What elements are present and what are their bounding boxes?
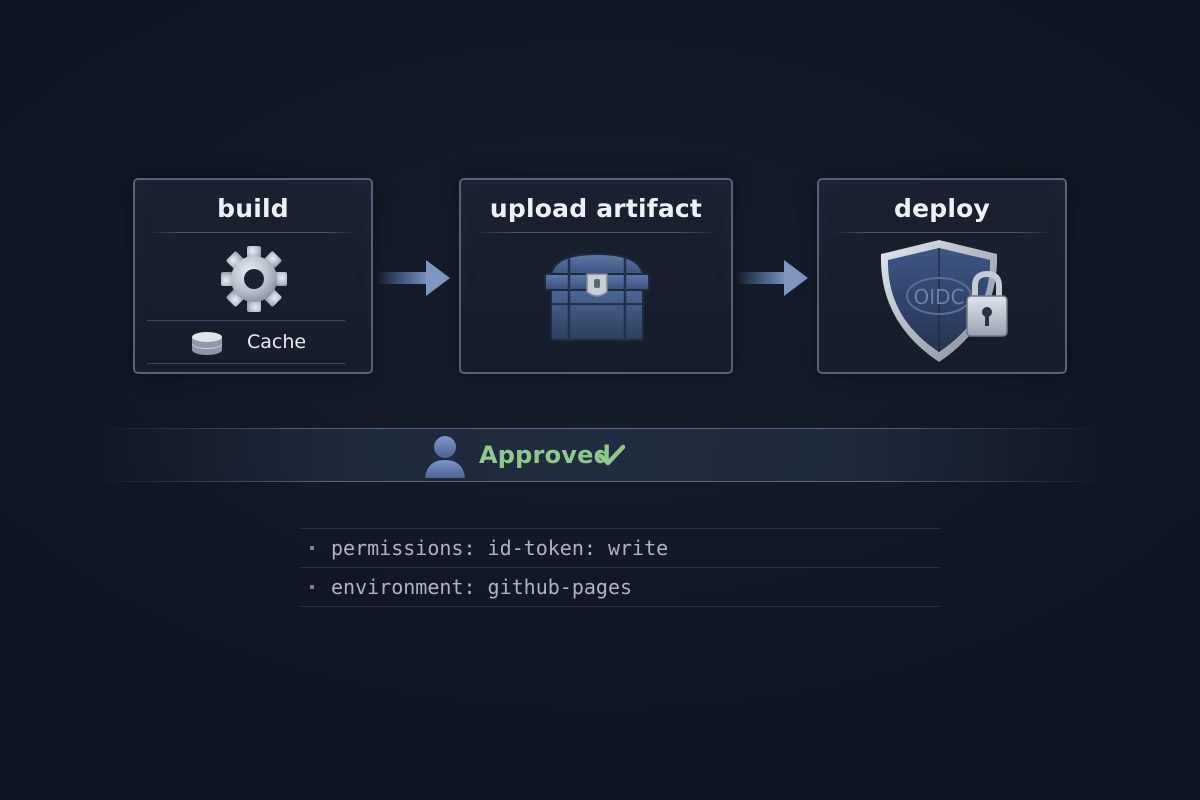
stage-title: upload artifact bbox=[489, 194, 703, 223]
approval-status: Approved bbox=[479, 441, 611, 469]
approval-gate: Approved bbox=[95, 428, 1105, 482]
divider bbox=[95, 481, 1105, 482]
list-item: environment: github-pages bbox=[300, 568, 940, 607]
list-item: permissions: id-token: write bbox=[300, 528, 940, 568]
bullet-icon bbox=[310, 585, 314, 589]
cache-row: Cache bbox=[147, 320, 345, 364]
config-text: permissions: id-token: write bbox=[331, 536, 669, 560]
oidc-badge-text: OIDC bbox=[913, 285, 964, 309]
divider bbox=[149, 232, 357, 233]
divider bbox=[95, 428, 1105, 429]
divider bbox=[475, 232, 717, 233]
divider bbox=[833, 232, 1051, 233]
stage-title: deploy bbox=[894, 194, 990, 223]
arrow-right-icon bbox=[376, 258, 454, 298]
user-icon bbox=[421, 434, 469, 478]
cache-label: Cache bbox=[247, 331, 307, 353]
shield-lock-icon: OIDC bbox=[877, 238, 1027, 366]
config-list: permissions: id-token: write environment… bbox=[300, 528, 940, 607]
stage-build: build bbox=[133, 178, 373, 374]
stage-upload-artifact: upload artifact bbox=[459, 178, 733, 374]
database-icon bbox=[189, 330, 225, 356]
stage-deploy: deploy OIDC bbox=[817, 178, 1067, 374]
arrow-right-icon bbox=[736, 258, 812, 298]
stage-title: build bbox=[217, 194, 289, 223]
treasure-chest-icon bbox=[539, 246, 655, 346]
checkmark-icon bbox=[598, 443, 626, 467]
config-text: environment: github-pages bbox=[331, 575, 633, 599]
bullet-icon bbox=[310, 546, 314, 550]
gear-icon bbox=[219, 244, 289, 314]
